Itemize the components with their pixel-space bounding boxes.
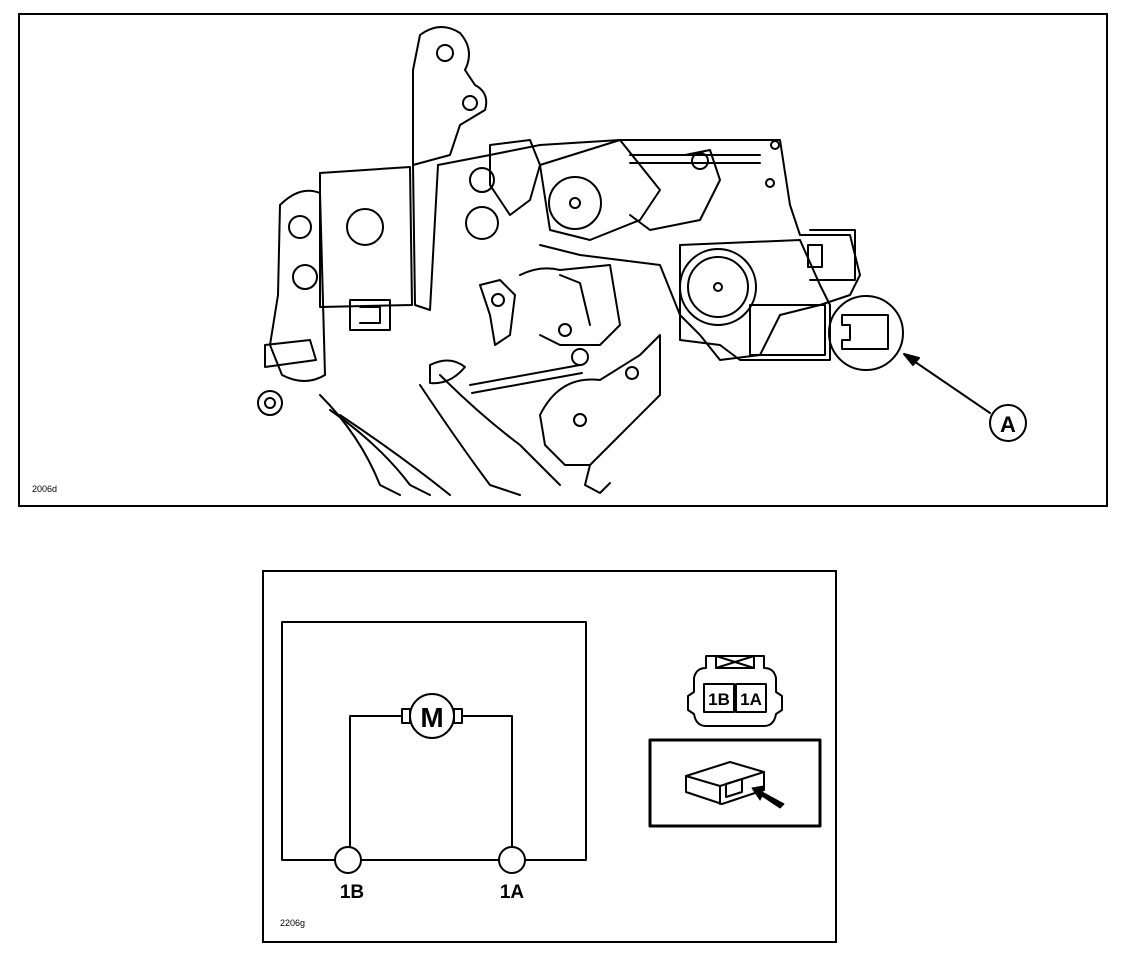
connector-latch-x2 [715, 655, 755, 669]
main-gear-inner [569, 197, 581, 209]
lock-mechanism-figure: A 2006d [18, 13, 1108, 507]
actuator-arm [629, 149, 721, 231]
callout-leader [904, 354, 991, 414]
inset-motor-top [685, 771, 765, 787]
figure-reference-code: 2006d [32, 484, 58, 494]
upper-lever-hole [436, 44, 454, 62]
spring-arm [519, 264, 621, 346]
callout-inner-connector [841, 314, 889, 350]
rod-end-pin-2 [765, 178, 775, 188]
upper-lever-body [412, 164, 439, 311]
component-boundary [281, 621, 587, 861]
motor-wiring-figure: M 1B 1A 1B 1A 2206g [262, 570, 837, 943]
spring-pin [558, 323, 572, 337]
cable-2 [329, 409, 431, 496]
inset-connector-socket [725, 778, 743, 798]
cable-1 [319, 394, 401, 496]
bottom-left-ring-inner [264, 397, 276, 409]
motor-symbol-letter: M [420, 702, 443, 733]
bottom-left-ring [257, 390, 283, 416]
central-pivot-2 [469, 167, 495, 193]
motor-terminal-right [453, 708, 463, 724]
release-hole [573, 413, 587, 427]
actuator-pivot [691, 152, 709, 170]
motor-wiring-schematic: M 1B 1A 1B 1A [281, 621, 822, 903]
upper-lever [412, 26, 488, 166]
motor-symbol-circle [409, 693, 455, 739]
cable-4 [439, 374, 561, 486]
terminal-1a-label: 1A [500, 882, 525, 903]
latch-slot-tab [359, 306, 381, 324]
figure-reference-code: 2206g [280, 918, 306, 928]
terminal-1b-node [334, 846, 362, 874]
pull-rod-end [571, 348, 589, 366]
spring-arm-2 [559, 274, 591, 326]
connector-tab [807, 244, 823, 268]
motor-body-inner [687, 256, 749, 318]
terminal-1b-label: 1B [340, 882, 364, 903]
spring-coil [429, 359, 466, 385]
pull-rod [469, 364, 581, 386]
release-lever [539, 334, 661, 466]
inset-view-frame [648, 738, 822, 828]
left-pivot-2 [292, 264, 318, 290]
left-bracket [269, 189, 326, 382]
connector-pin-label-1a: 1A [740, 690, 762, 709]
callout-badge [989, 404, 1027, 442]
lock-mechanism-drawing: A [257, 26, 1027, 496]
lower-link-pivot [491, 293, 505, 307]
terminal-1a-node [498, 846, 526, 874]
inset-arrow [751, 785, 785, 809]
inset-motor-body [685, 761, 765, 805]
callout-circle [828, 295, 904, 371]
motor-terminal-left [401, 708, 411, 724]
rod-end-pin [770, 140, 780, 150]
gear-sector [539, 139, 661, 241]
detent-lever [489, 139, 541, 216]
motor-shaft [713, 282, 723, 292]
release-hook [584, 464, 611, 494]
cable-3 [339, 414, 451, 496]
upper-lever-hole-2 [462, 95, 478, 111]
connector-pin-box-left [703, 683, 735, 713]
pull-rod-2 [471, 372, 583, 394]
left-hook [264, 339, 317, 368]
left-pivot [288, 215, 312, 239]
cable-5 [419, 384, 521, 496]
latch-slot [349, 299, 391, 331]
central-pivot [465, 206, 499, 240]
main-gear-outer [548, 176, 602, 230]
motor-body [679, 248, 757, 326]
central-plate [437, 139, 861, 361]
motor-housing [679, 239, 831, 361]
circuit-wire-right [459, 715, 513, 851]
connector-pin-box-right [735, 683, 767, 713]
housing-hole [346, 208, 384, 246]
callout-arrowhead [903, 353, 920, 366]
connector-block [809, 229, 856, 281]
circuit-wire-left [349, 715, 407, 851]
lower-link [479, 279, 516, 346]
callout-letter: A [1000, 412, 1016, 437]
motor-gearbox [749, 304, 826, 356]
connector-latch [715, 655, 755, 669]
connector-pin-label-1b: 1B [708, 690, 730, 709]
housing-plate [319, 166, 413, 308]
connector-face-outline [687, 655, 783, 727]
release-hole-2 [625, 366, 639, 380]
